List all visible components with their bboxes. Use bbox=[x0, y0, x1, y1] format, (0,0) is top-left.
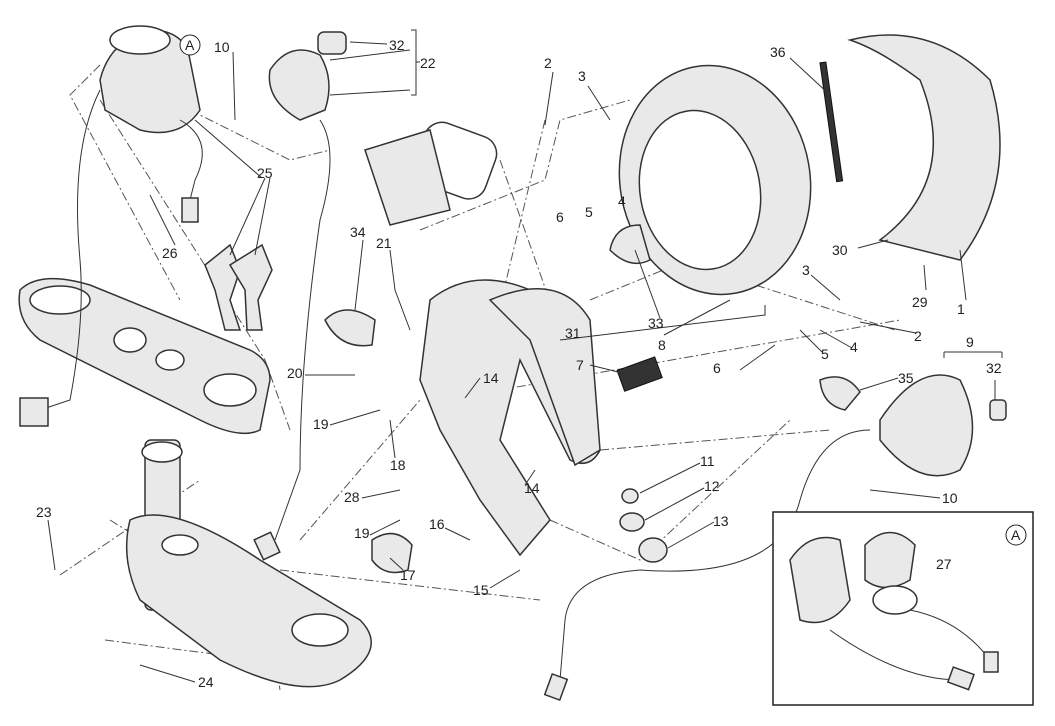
callout: 31 bbox=[565, 325, 581, 341]
callout: 10 bbox=[942, 490, 958, 506]
callout: 1 bbox=[957, 301, 965, 317]
callout: 3 bbox=[578, 68, 586, 84]
callout: 4 bbox=[850, 339, 858, 355]
triple-clamp bbox=[18, 277, 372, 688]
callout: 16 bbox=[429, 516, 445, 532]
callout: 15 bbox=[473, 582, 489, 598]
callout: 35 bbox=[898, 370, 914, 386]
callout: 5 bbox=[821, 346, 829, 362]
headlight-bracket bbox=[419, 279, 601, 557]
inset-marker-label: A bbox=[1011, 527, 1021, 543]
detail-marker-label: A bbox=[185, 37, 195, 53]
callout: 36 bbox=[770, 44, 786, 60]
leader-lines bbox=[47, 29, 1003, 683]
left-turn-indicator bbox=[253, 31, 347, 561]
callout: 30 bbox=[832, 242, 848, 258]
callout: 10 bbox=[214, 39, 230, 55]
callout-labels: 10 32 22 2 3 36 25 26 6 5 4 34 21 30 29 … bbox=[36, 37, 1002, 690]
gasket-and-cover bbox=[364, 121, 498, 226]
callout: 20 bbox=[287, 365, 303, 381]
callout: 12 bbox=[704, 478, 720, 494]
callout: 33 bbox=[648, 315, 664, 331]
callout: 2 bbox=[914, 328, 922, 344]
detail-marker-a: A bbox=[179, 34, 201, 56]
callout: 13 bbox=[713, 513, 729, 529]
callout: 28 bbox=[344, 489, 360, 505]
callout: 23 bbox=[36, 504, 52, 520]
callout: 24 bbox=[198, 674, 214, 690]
callout: 29 bbox=[912, 294, 928, 310]
callout: 32 bbox=[389, 37, 405, 53]
callout: 9 bbox=[966, 334, 974, 350]
callout: 32 bbox=[986, 360, 1002, 376]
callout: 14 bbox=[524, 480, 540, 496]
callout: 19 bbox=[354, 525, 370, 541]
callout: 14 bbox=[483, 370, 499, 386]
ignition-switch bbox=[19, 25, 203, 427]
callout: 3 bbox=[802, 262, 810, 278]
callout: 19 bbox=[313, 416, 329, 432]
callout: 21 bbox=[376, 235, 392, 251]
callout: 4 bbox=[618, 193, 626, 209]
callout: 26 bbox=[162, 245, 178, 261]
callout: 25 bbox=[257, 165, 273, 181]
small-parts bbox=[324, 309, 861, 574]
callout: 18 bbox=[390, 457, 406, 473]
callout: 6 bbox=[556, 209, 564, 225]
callout: 8 bbox=[658, 337, 666, 353]
callout: 34 bbox=[350, 224, 366, 240]
callout: 11 bbox=[700, 453, 715, 469]
headlight-unit bbox=[609, 34, 1001, 296]
callout: 27 bbox=[936, 556, 952, 572]
callout: 22 bbox=[420, 55, 436, 71]
detail-inset-a bbox=[772, 511, 1034, 706]
callout: 5 bbox=[585, 204, 593, 220]
right-turn-indicator bbox=[543, 374, 1007, 702]
keys bbox=[204, 243, 273, 331]
callout: 2 bbox=[544, 55, 552, 71]
callout: 6 bbox=[713, 360, 721, 376]
callout: 17 bbox=[400, 567, 416, 583]
inset-marker-a: A bbox=[1005, 524, 1027, 546]
callout: 7 bbox=[576, 357, 584, 373]
